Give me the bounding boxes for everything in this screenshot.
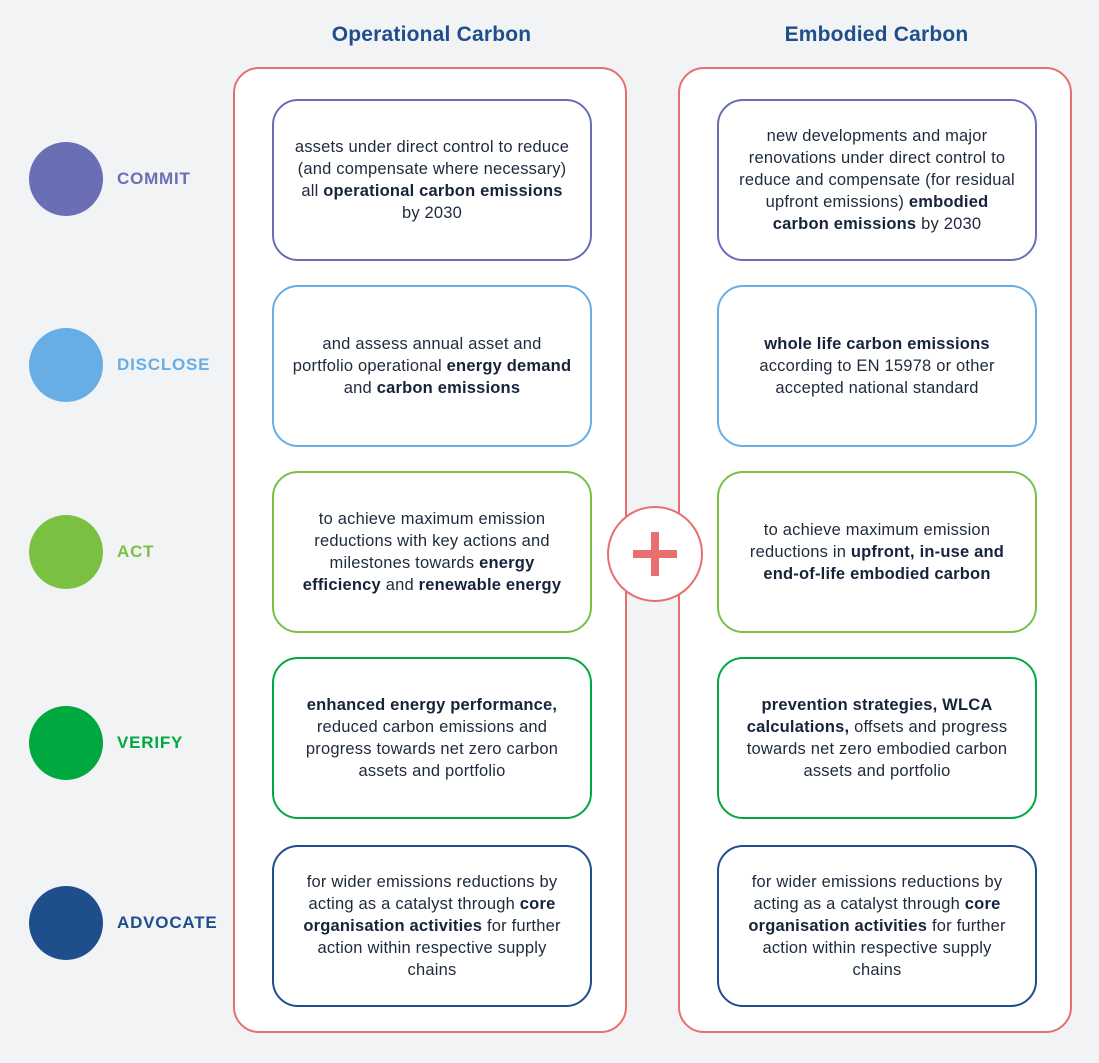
disclose-label: DISCLOSE [117, 355, 211, 374]
row-label-advocate: ADVOCATE [0, 886, 230, 966]
verify-label: VERIFY [117, 733, 184, 752]
card-text-segment: by 2030 [401, 204, 463, 222]
card-text-segment: reduced carbon emissions and progress to… [305, 718, 559, 780]
plus-icon [607, 506, 703, 602]
card-text-segment: by 2030 [916, 215, 982, 233]
card-text-segment: for wider emissions reductions by acting… [751, 873, 1003, 913]
operational-card-advocate: for wider emissions reductions by acting… [272, 845, 592, 1007]
embodied-card-advocate: for wider emissions reductions by acting… [717, 845, 1037, 1007]
verify-circle-icon [29, 706, 103, 780]
embodied-carbon-title: Embodied Carbon [784, 23, 969, 46]
card-text: prevention strategies, WLCA calculations… [737, 694, 1017, 782]
card-text-bold: energy demand [446, 357, 572, 375]
card-text: for wider emissions reductions by acting… [737, 871, 1017, 981]
card-text-segment: and [343, 379, 377, 397]
card-text-bold: prevention strategies, WLCA calculations… [746, 696, 993, 736]
commit-circle-icon [29, 142, 103, 216]
card-text-bold: carbon emissions [376, 379, 521, 397]
card-text-bold: enhanced energy performance, [306, 696, 558, 714]
card-text: for wider emissions reductions by acting… [292, 871, 572, 981]
card-text-segment: new developments and major renovations u… [739, 127, 1015, 211]
advocate-label: ADVOCATE [117, 913, 218, 932]
card-text-bold: upfront, in-use and end-of-life embodied… [763, 543, 1005, 583]
card-text: to achieve maximum emission reductions i… [737, 519, 1017, 585]
operational-carbon-title: Operational Carbon [331, 23, 532, 46]
card-text: assets under direct control to reduce (a… [292, 136, 572, 224]
card-text-segment: according to EN 15978 or other accepted … [759, 357, 995, 397]
operational-card-disclose: and assess annual asset and portfolio op… [272, 285, 592, 447]
card-text-segment: for further action within respective sup… [317, 917, 561, 979]
row-label-act: ACT [0, 515, 230, 595]
card-text-segment: to achieve maximum emission reductions i… [749, 521, 991, 561]
operational-card-commit: assets under direct control to reduce (a… [272, 99, 592, 261]
card-text-bold: operational carbon emissions [323, 182, 563, 200]
card-text-segment: for wider emissions reductions by acting… [306, 873, 558, 913]
embodied-card-act: to achieve maximum emission reductions i… [717, 471, 1037, 633]
row-label-disclose: DISCLOSE [0, 328, 230, 408]
card-text-bold: renewable energy [418, 576, 562, 594]
operational-card-act: to achieve maximum emission reductions w… [272, 471, 592, 633]
row-label-verify: VERIFY [0, 706, 230, 786]
card-text-bold: core organisation activities [748, 895, 1001, 935]
card-text-bold: core organisation activities [303, 895, 556, 935]
act-circle-icon [29, 515, 103, 589]
card-text-bold: whole life carbon emissions [764, 335, 990, 353]
card-text-bold: embodied carbon emissions [772, 193, 989, 233]
card-text-bold: energy efficiency [302, 554, 535, 594]
embodied-carbon-column: new developments and major renovations u… [678, 67, 1072, 1033]
commit-label: COMMIT [117, 169, 191, 188]
embodied-card-disclose: whole life carbon emissions according to… [717, 285, 1037, 447]
card-text: enhanced energy performance, reduced car… [292, 694, 572, 782]
card-text-segment: offsets and progress towards net zero em… [746, 718, 1008, 780]
operational-card-verify: enhanced energy performance, reduced car… [272, 657, 592, 819]
operational-carbon-column: assets under direct control to reduce (a… [233, 67, 627, 1033]
card-text-segment: to achieve maximum emission reductions w… [314, 510, 550, 572]
card-text: to achieve maximum emission reductions w… [292, 508, 572, 596]
embodied-card-verify: prevention strategies, WLCA calculations… [717, 657, 1037, 819]
card-text: new developments and major renovations u… [737, 125, 1017, 235]
act-label: ACT [117, 542, 155, 561]
card-text-segment: and [380, 576, 419, 594]
row-label-commit: COMMIT [0, 142, 230, 222]
card-text: whole life carbon emissions according to… [737, 333, 1017, 399]
embodied-card-commit: new developments and major renovations u… [717, 99, 1037, 261]
card-text-segment: for further action within respective sup… [762, 917, 1006, 979]
advocate-circle-icon [29, 886, 103, 960]
card-text-segment: and assess annual asset and portfolio op… [292, 335, 542, 375]
card-text-segment: assets under direct control to reduce (a… [294, 138, 570, 200]
disclose-circle-icon [29, 328, 103, 402]
card-text: and assess annual asset and portfolio op… [292, 333, 572, 399]
